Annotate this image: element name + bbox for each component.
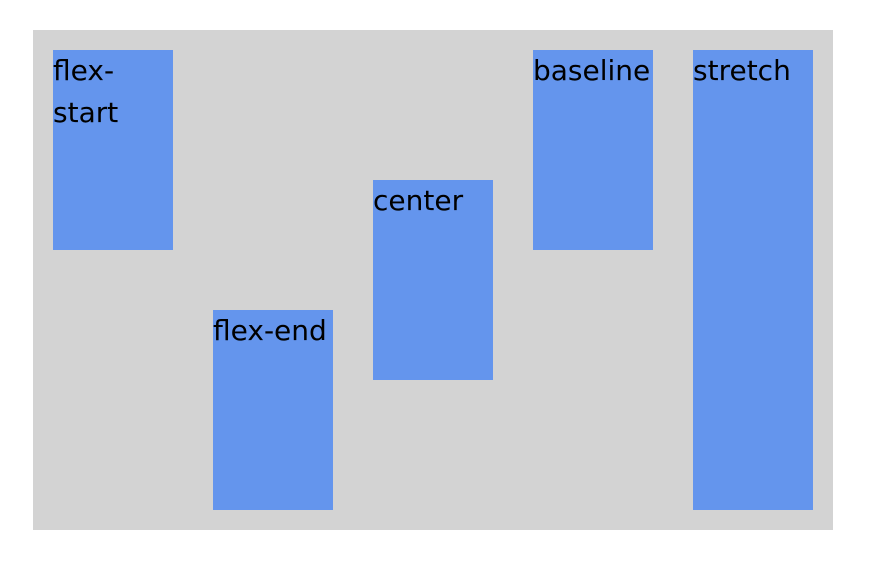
flex-item-label: flex-start [53,54,119,129]
flex-item-center: center [373,180,493,380]
flex-item-label: flex-end [213,314,327,347]
flex-item-baseline: baseline [533,50,653,250]
flex-item-label: stretch [693,54,791,87]
flex-item-label: baseline [533,54,651,87]
flex-item-label: center [373,184,464,217]
flex-container: flex-start flex-end center baseline stre… [33,30,833,530]
flex-item-flex-start: flex-start [53,50,173,250]
flex-item-flex-end: flex-end [213,310,333,510]
flex-item-stretch: stretch [693,50,813,510]
